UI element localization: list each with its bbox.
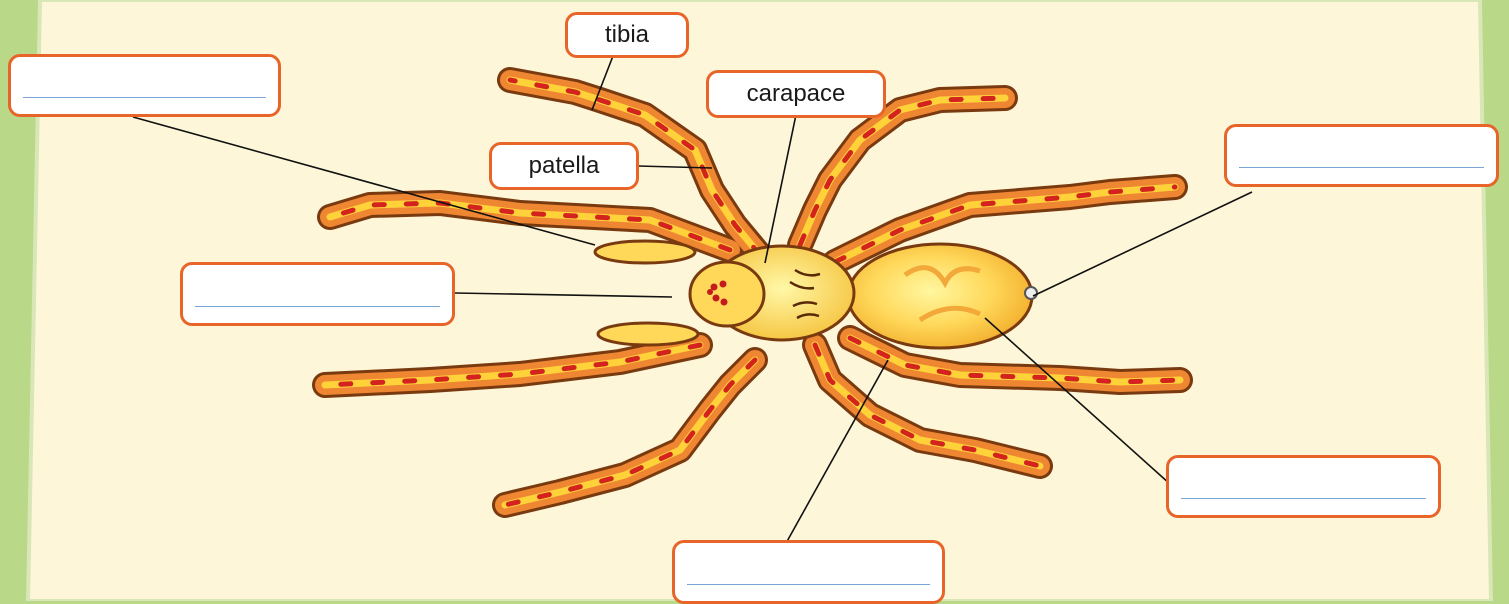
label-box-carapace: carapace <box>706 70 886 118</box>
label-box-patella: patella <box>489 142 639 190</box>
label-patella: patella <box>492 152 636 180</box>
blank-label-box-top-right[interactable] <box>1224 124 1499 187</box>
blank-label-box-mid-left[interactable] <box>180 262 455 326</box>
label-tibia: tibia <box>568 21 686 49</box>
spider-cephalothorax <box>690 246 854 340</box>
answer-line <box>195 306 440 307</box>
spider-abdomen <box>848 244 1037 348</box>
answer-line <box>687 584 930 585</box>
label-carapace: carapace <box>709 80 883 108</box>
answer-line <box>1181 498 1426 499</box>
blank-label-box-bottom[interactable] <box>672 540 945 604</box>
blank-label-box-top-left[interactable] <box>8 54 281 117</box>
answer-line <box>1239 167 1484 168</box>
label-box-tibia: tibia <box>565 12 689 58</box>
spider-pedipalps <box>595 241 698 345</box>
answer-line <box>23 97 266 98</box>
blank-label-box-bottom-right[interactable] <box>1166 455 1441 518</box>
